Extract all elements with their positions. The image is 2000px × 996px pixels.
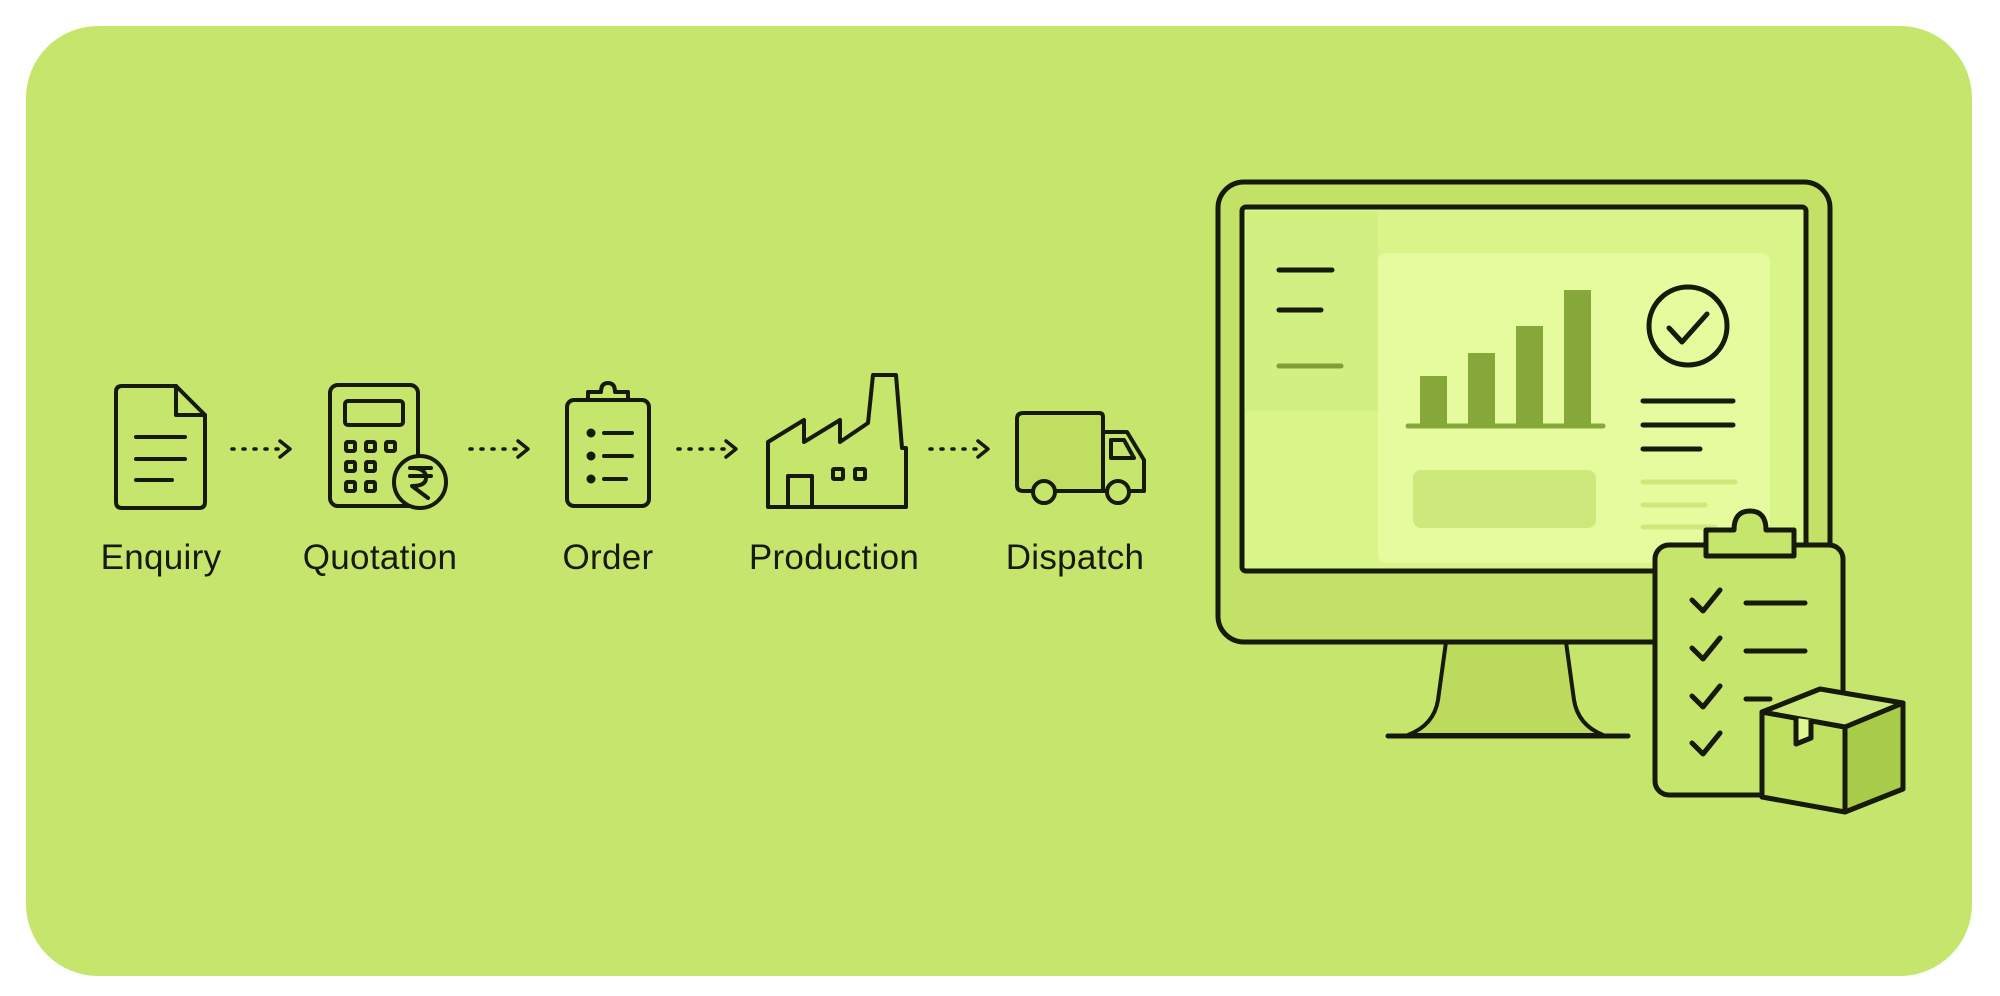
sidebar-menu-lines	[1276, 267, 1344, 369]
input-placeholder-bar	[1413, 470, 1596, 528]
calculator-rupee-icon	[328, 383, 448, 510]
check-circle-icon	[1646, 284, 1730, 368]
rupee-coin-icon	[392, 454, 448, 510]
chart-bar	[1564, 290, 1591, 424]
dotted-arrow-icon	[676, 439, 738, 459]
chart-bar	[1468, 353, 1495, 424]
monitor-dashboard-icon	[1215, 179, 1833, 739]
dotted-arrow-icon	[468, 439, 530, 459]
summary-text-lines	[1640, 398, 1738, 530]
chart-bar	[1516, 326, 1543, 424]
factory-icon	[766, 373, 908, 509]
step-label-dispatch: Dispatch	[1005, 538, 1145, 577]
chart-bar	[1420, 376, 1447, 424]
step-label-order: Order	[562, 538, 654, 577]
document-icon	[114, 384, 207, 510]
dotted-arrow-icon	[928, 439, 990, 459]
step-label-production: Production	[748, 538, 920, 577]
step-label-enquiry: Enquiry	[100, 538, 222, 577]
package-box-icon	[1759, 686, 1906, 815]
dotted-arrow-icon	[230, 439, 292, 459]
calculator-keys	[344, 440, 397, 493]
delivery-truck-icon	[1015, 411, 1146, 505]
step-label-quotation: Quotation	[302, 538, 458, 577]
clipboard-list-icon	[565, 381, 651, 508]
bar-chart	[1405, 290, 1606, 429]
